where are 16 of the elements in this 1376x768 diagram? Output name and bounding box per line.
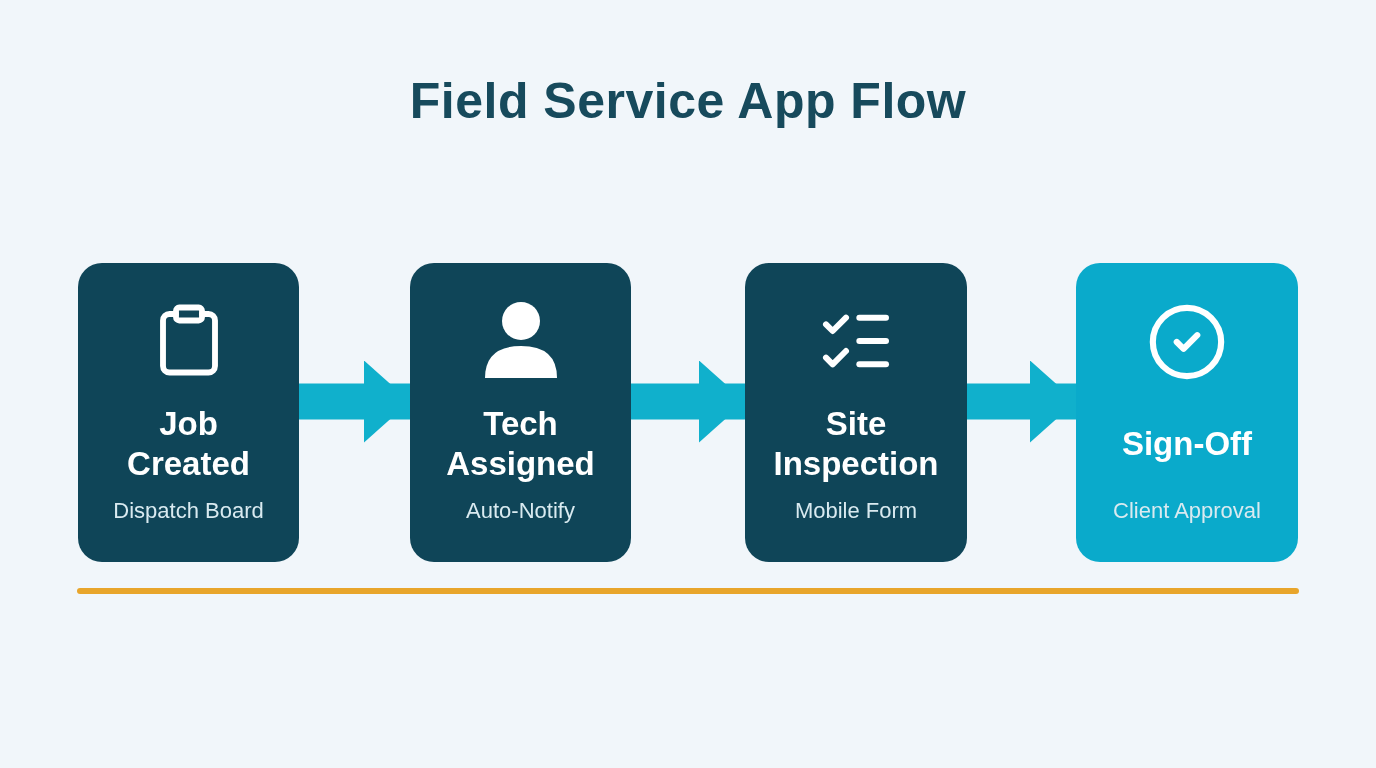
- step-subtitle: Auto-Notify: [466, 498, 575, 524]
- step-title: Tech Assigned: [445, 404, 596, 484]
- arrow: [299, 360, 410, 443]
- step-title: Site Inspection: [772, 404, 940, 484]
- step-card: [1076, 263, 1298, 562]
- step-subtitle: Dispatch Board: [113, 498, 264, 524]
- step-title: Sign-Off: [1121, 424, 1253, 464]
- arrow: [967, 360, 1076, 443]
- title: Field Service App Flow: [409, 72, 967, 130]
- step-card: [78, 263, 299, 562]
- step-subtitle: Client Approval: [1113, 498, 1261, 524]
- arrow: [631, 360, 745, 443]
- step-title: Job Created: [126, 404, 251, 484]
- step-subtitle: Mobile Form: [794, 498, 918, 524]
- step-card: [410, 263, 631, 562]
- step-card: [745, 263, 967, 562]
